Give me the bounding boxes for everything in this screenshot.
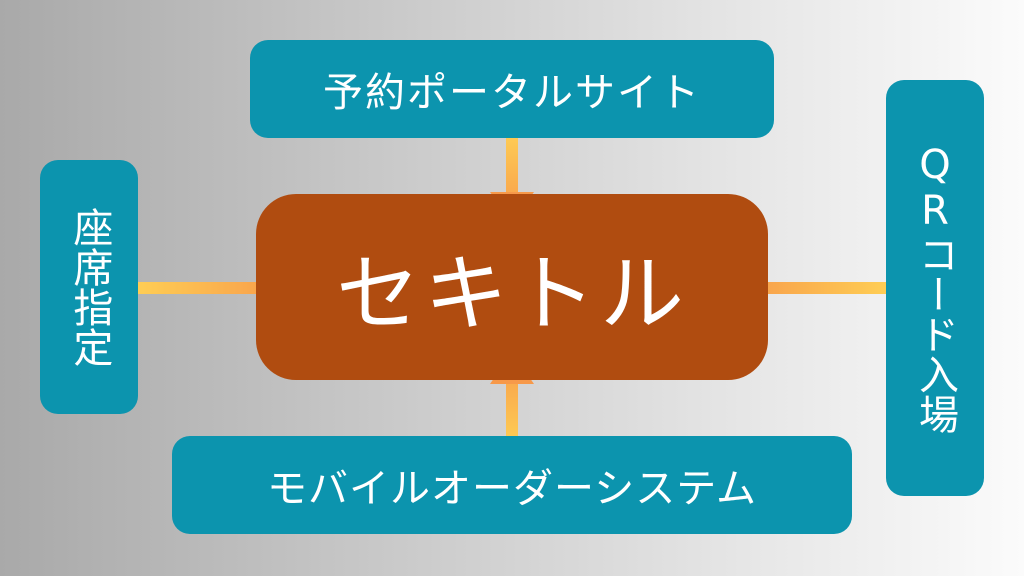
node-reservation-portal-label: 予約ポータルサイト	[323, 70, 701, 116]
center-node-sekitoru: セキトル	[256, 194, 768, 380]
center-node-label: セキトル	[335, 244, 688, 343]
node-reservation-portal: 予約ポータルサイト	[250, 40, 774, 138]
node-mobile-order-system: モバイルオーダーシステム	[172, 436, 852, 534]
node-seat-selection: 座席指定	[40, 160, 138, 414]
node-seat-selection-label: 座席指定	[66, 207, 113, 367]
node-qr-entry: QRコード入場	[886, 80, 984, 496]
node-mobile-order-system-label: モバイルオーダーシステム	[267, 466, 757, 512]
node-qr-entry-label: QRコード入場	[912, 142, 958, 434]
